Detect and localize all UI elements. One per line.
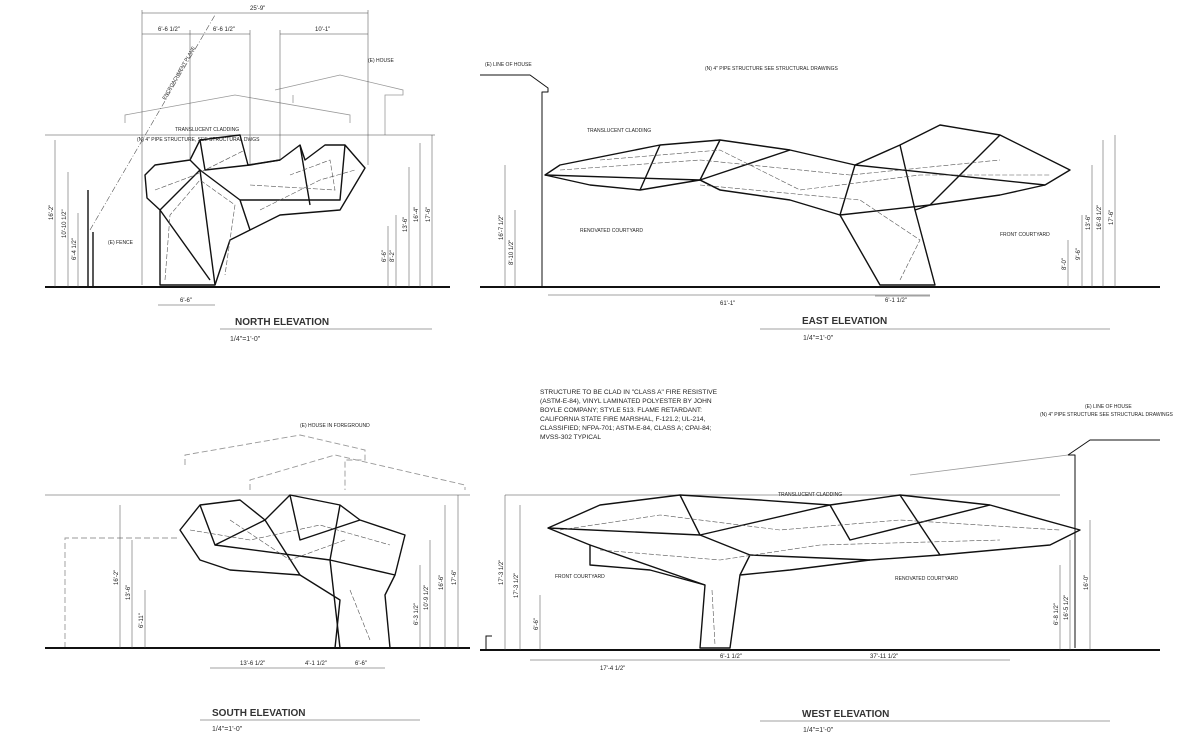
- south-elevation: (E) HOUSE IN FOREGROUND 13'-6 1/2" 4'-1 …: [45, 423, 470, 733]
- cladding-label: TRANSLUCENT CLADDING: [175, 127, 239, 133]
- encroachment-plane-line: [89, 14, 216, 231]
- structure-north: [144, 134, 366, 286]
- line-label: (E) LINE OF HOUSE: [1085, 404, 1132, 410]
- dimension: 13'-6": [403, 217, 409, 232]
- dimension: 6'-11": [139, 613, 145, 628]
- dimension: 6'-6": [534, 618, 540, 630]
- dimension: 8'-0": [1062, 258, 1068, 270]
- dimension: 17'-6": [426, 207, 432, 222]
- note-line: CLASSIFIED; NFPA-701; ASTM-E-84, CLASS A…: [540, 425, 711, 432]
- dimension: 17'-6": [1109, 210, 1115, 225]
- front-label: FRONT COURTYARD: [555, 574, 605, 580]
- scale-label: 1/4"=1'-0": [212, 726, 243, 733]
- existing-house-outline: [124, 94, 351, 123]
- west-elevation: (E) LINE OF HOUSE (N) 4" PIPE STRUCTURE …: [480, 404, 1173, 734]
- dimension: 6'-6 1/2": [213, 27, 235, 33]
- dimension: 16'-0": [1084, 575, 1090, 590]
- dimension: 17'-6": [452, 570, 458, 585]
- structure-east: [544, 124, 1071, 286]
- fence-label: (E) FENCE: [108, 240, 134, 246]
- dimension: 6'-3 1/2": [414, 603, 420, 625]
- dimension: 4'-1 1/2": [305, 661, 327, 667]
- dimension: 16'-2": [49, 205, 55, 220]
- dimension: 6'-8 1/2": [1054, 603, 1060, 625]
- dimension: 10'-9 1/2": [424, 585, 430, 610]
- cladding-note: STRUCTURE TO BE CLAD IN "CLASS A" FIRE R…: [540, 389, 718, 441]
- dimension: 9'-6": [1076, 248, 1082, 260]
- renovated-label: RENOVATED COURTYARD: [895, 576, 958, 582]
- note-line: CALIFORNIA STATE FIRE MARSHAL, F-121.2; …: [540, 416, 706, 423]
- line-label: (E) LINE OF HOUSE: [485, 62, 532, 68]
- dimension: 16'-7 1/2": [499, 215, 505, 240]
- pipe-label: (N) 4" PIPE STRUCTURE SEE STRUCTURAL DRA…: [1040, 412, 1173, 418]
- dimension: 61'-1": [720, 301, 735, 307]
- dimension: 8'-2": [390, 250, 396, 262]
- dimension: 16'-2": [114, 570, 120, 585]
- pipe-label: (N) 4" PIPE STRUCTURE SEE STRUCTURAL DRA…: [705, 66, 838, 72]
- dimension: 17'-3 1/2": [499, 560, 505, 585]
- dimension: 13'-6": [126, 585, 132, 600]
- front-label: FRONT COURTYARD: [1000, 232, 1050, 238]
- elevation-title: EAST ELEVATION: [802, 316, 887, 327]
- scale-label: 1/4"=1'-0": [230, 336, 261, 343]
- dimension: 6'-1 1/2": [720, 654, 742, 660]
- elevation-title: WEST ELEVATION: [802, 709, 889, 720]
- dimension: 16'-4": [414, 207, 420, 222]
- dimension: 25'-9": [250, 6, 265, 12]
- dimension: 6'-6": [180, 298, 192, 304]
- dimension: 16'-6": [439, 575, 445, 590]
- elevation-title: NORTH ELEVATION: [235, 317, 329, 328]
- note-line: (ASTM-E-84), VINYL LAMINATED POLYESTER B…: [540, 398, 712, 405]
- renovated-label: RENOVATED COURTYARD: [580, 228, 643, 234]
- dimension: 10'-1": [315, 27, 330, 33]
- dimension: 17'-3 1/2": [514, 573, 520, 598]
- dimension: 6'-6 1/2": [158, 27, 180, 33]
- north-elevation: ENCROACHMENT PLANE (E) HOUSE TRANSLUCENT…: [45, 6, 450, 343]
- dimension: 13'-6 1/2": [240, 661, 265, 667]
- elevation-title: SOUTH ELEVATION: [212, 708, 306, 719]
- cladding-label: TRANSLUCENT CLADDING: [587, 128, 651, 134]
- cladding-label: TRANSLUCENT CLADDING: [778, 492, 842, 498]
- dimension: 13'-6": [1086, 215, 1092, 230]
- dimension: 8'-10 1/2": [509, 240, 515, 265]
- dimension: 17'-4 1/2": [600, 666, 625, 672]
- dimension: 6'-6": [355, 661, 367, 667]
- scale-label: 1/4"=1'-0": [803, 335, 834, 342]
- note-line: MVSS-302 TYPICAL: [540, 434, 601, 441]
- note-line: STRUCTURE TO BE CLAD IN "CLASS A" FIRE R…: [540, 389, 718, 396]
- dimension: 16'-5 1/2": [1064, 595, 1070, 620]
- dimension: 10'-10 1/2": [62, 209, 68, 238]
- dimension: 6'-4 1/2": [72, 238, 78, 260]
- east-elevation: (E) LINE OF HOUSE (N) 4" PIPE STRUCTURE …: [480, 62, 1160, 342]
- dimension: 37'-11 1/2": [870, 654, 898, 660]
- house-label: (E) HOUSE: [368, 58, 395, 64]
- house-label: (E) HOUSE IN FOREGROUND: [300, 423, 370, 429]
- plane-label: ENCROACHMENT PLANE: [162, 45, 198, 101]
- structure-south: [179, 494, 406, 649]
- scale-label: 1/4"=1'-0": [803, 727, 834, 734]
- pipe-label: (N) 4" PIPE STRUCTURE, SEE STRUCTURAL DW…: [137, 137, 260, 143]
- dimension: 6'-6": [382, 250, 388, 262]
- dimension: 6'-1 1/2": [885, 298, 907, 304]
- note-line: BOYLE COMPANY; STYLE 513. FLAME RETARDAN…: [540, 407, 702, 414]
- dimension: 16'-8 1/2": [1097, 205, 1103, 230]
- structure-west: [547, 494, 1081, 649]
